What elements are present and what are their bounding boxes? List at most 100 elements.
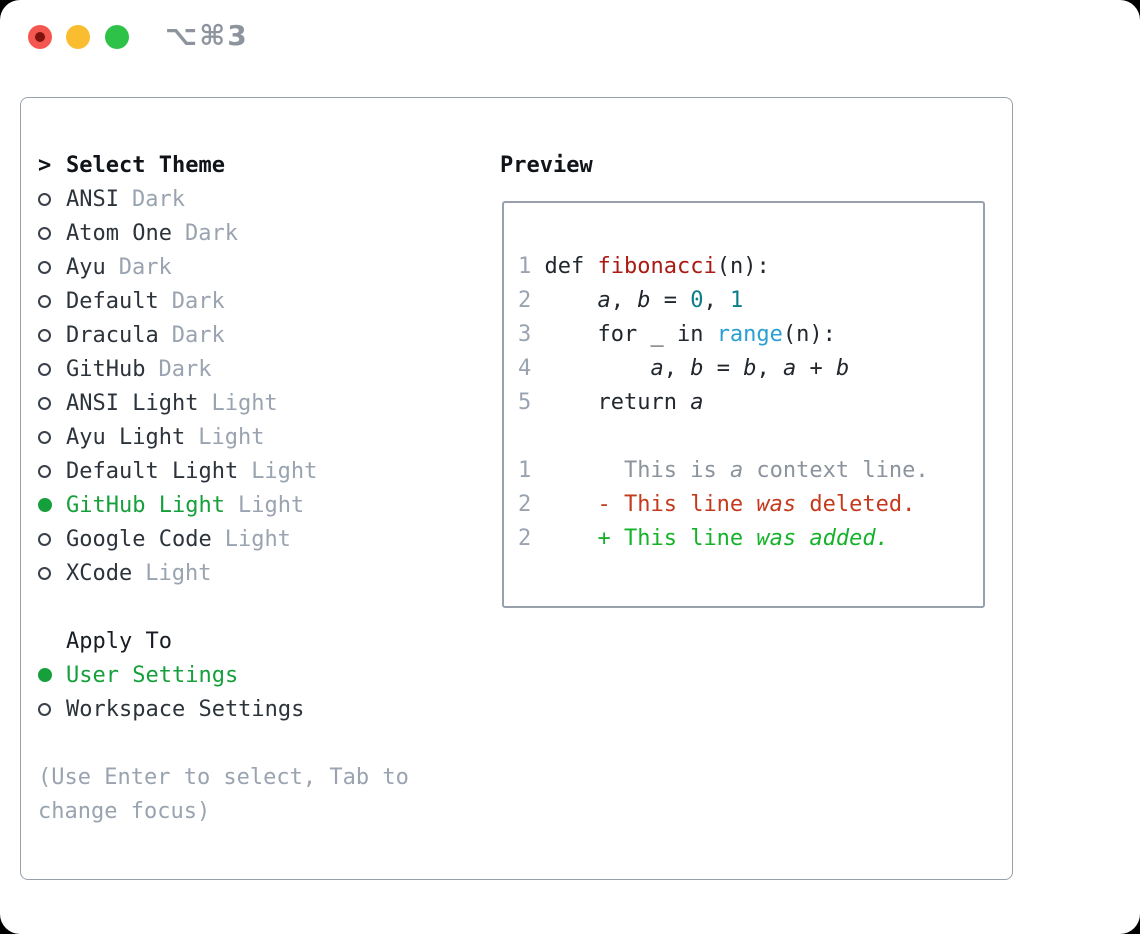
code-segment: 0 [690,288,704,313]
spacer [38,590,409,624]
option-label: ANSI Light [66,390,199,416]
radio-icon [38,566,51,580]
code-segment: b [637,288,651,313]
option-label: GitHub [66,356,146,382]
close-button[interactable] [28,25,52,49]
code-segment: range [716,322,783,347]
apply-to-header-row: Apply To [38,624,409,658]
marker [38,702,66,716]
code-segment: , [703,288,730,313]
code-segment: , [756,356,783,381]
radio-icon [38,702,51,716]
theme-option[interactable]: GitHub Dark [38,352,409,386]
spacer [38,726,409,760]
radio-icon [38,464,51,478]
theme-variant-tag: Dark [171,322,225,348]
line-number: 3 [518,322,545,347]
close-dot-icon [35,32,45,42]
radio-icon [38,328,51,342]
marker [38,430,66,444]
code-line: 5 return a [518,386,929,420]
theme-variant-tag: Light [198,424,265,450]
apply-to-header: Apply To [66,628,172,654]
theme-picker-panel [20,97,1013,880]
code-segment: = [703,356,744,381]
marker [38,260,66,274]
code-line: 1 This is a context line. [518,454,929,488]
option-label: Ayu Light [66,424,186,450]
radio-icon [38,192,51,206]
code-segment: b [835,356,850,381]
theme-option[interactable]: Dracula Dark [38,318,409,352]
apply-option[interactable]: User Settings [38,658,409,692]
marker [38,226,66,240]
theme-variant-tag: Dark [158,356,212,382]
marker [38,328,66,342]
line-number: 2 [518,492,545,517]
theme-variant-tag: Dark [131,186,185,212]
code-line: 4 a, b = b, a + b [518,352,929,386]
code-segment: + [796,356,836,381]
code-segment: b [690,356,704,381]
prompt-caret-icon: > [38,152,52,178]
theme-variant-tag: Light [237,492,305,518]
select-theme-header: Select Theme [66,152,225,178]
theme-variant-tag: Light [251,458,318,484]
line-number: 5 [518,390,545,415]
code-segment: a [729,458,744,483]
window-shortcut-label: ⌥⌘3 [165,19,249,52]
code-segment: was added. [756,526,889,551]
zoom-button[interactable] [105,25,129,49]
option-label: Dracula [66,322,159,348]
minimize-button[interactable] [66,25,90,49]
code-line: 2 + This line was added. [518,522,929,556]
radio-icon [38,226,51,240]
code-line: 2 a, b = 0, 1 [518,284,929,318]
code-segment: (n): [716,254,770,279]
option-label: Ayu [66,254,106,280]
marker [38,532,66,546]
code-segment: b [743,356,757,381]
code-segment: - This line [544,492,757,517]
line-number: 1 [518,254,545,279]
code-segment: fibonacci [597,254,717,279]
option-label: Workspace Settings [66,696,305,722]
code-line: 1 def fibonacci(n): [518,250,929,284]
code-segment: a [597,288,611,313]
line-number: 2 [518,526,545,551]
code-segment: , [663,356,691,381]
code-line: 2 - This line was deleted. [518,488,929,522]
option-label: ANSI [66,186,119,212]
radio-icon [38,396,51,410]
marker [38,294,66,308]
line-number: 4 [518,356,545,381]
marker [38,464,66,478]
theme-variant-tag: Light [224,526,291,552]
marker [38,396,66,410]
apply-option[interactable]: Workspace Settings [38,692,409,726]
theme-variant-tag: Dark [184,220,238,246]
code-segment [545,288,598,313]
code-segment: This is [544,458,730,483]
hint-line-2: change focus) [38,798,211,824]
code-segment: def [544,254,598,279]
theme-option[interactable]: ANSI Dark [38,182,409,216]
code-segment: was [756,492,797,517]
theme-option[interactable]: Ayu Light Light [38,420,409,454]
select-theme-header-row: > Select Theme [38,148,409,182]
code-line [518,420,929,454]
marker [38,192,66,206]
marker [38,668,66,682]
